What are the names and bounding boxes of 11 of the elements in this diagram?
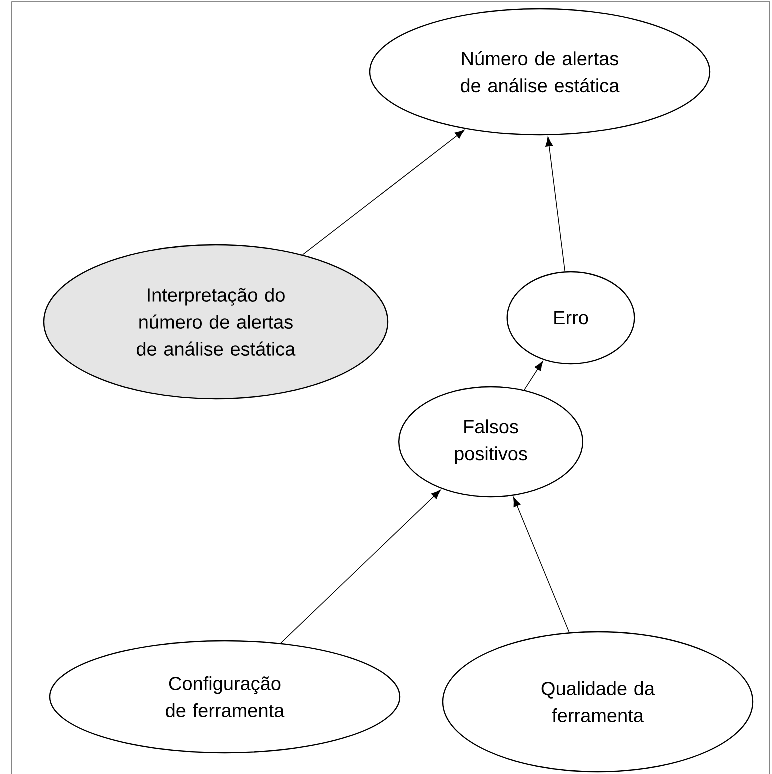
ellipse-node: Qualidade da ferramenta: [442, 631, 754, 773]
arrow: [546, 136, 566, 272]
arrow: [513, 497, 570, 633]
arrow: [280, 490, 442, 644]
ellipse-node: Erro: [506, 271, 636, 365]
ellipse-node: Configuração de ferramenta: [49, 640, 401, 754]
ellipse-node: Número de alertas de análise estática: [369, 8, 711, 136]
arrow: [524, 361, 544, 391]
arrow: [302, 130, 465, 256]
ellipse-node: Interpretação do número de alertas de análise estática: [43, 244, 389, 400]
ellipse-node: Falsos positivos: [398, 386, 584, 498]
